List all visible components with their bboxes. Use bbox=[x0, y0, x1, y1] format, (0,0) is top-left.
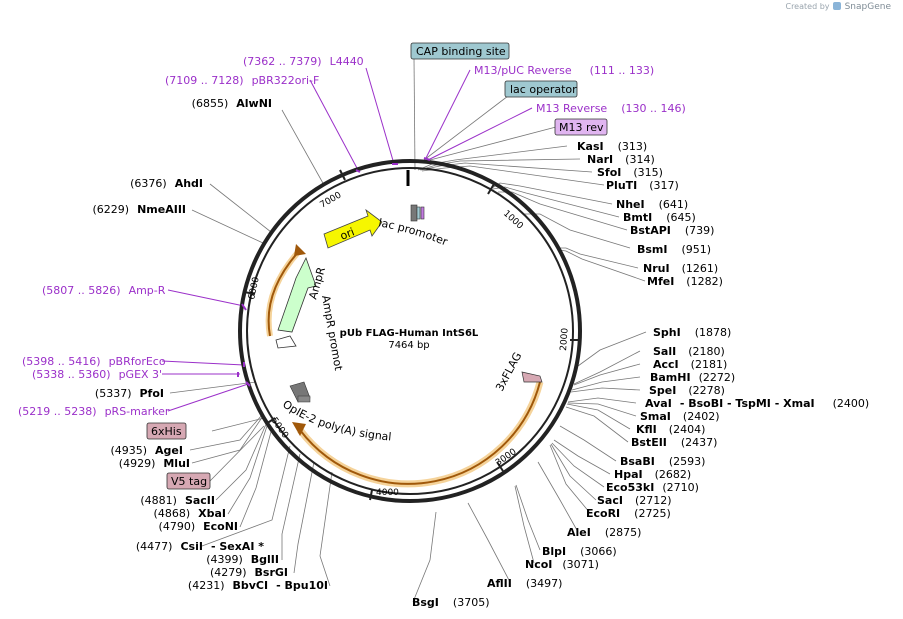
cds-arrowhead bbox=[292, 422, 306, 436]
lac-operator-box bbox=[504, 80, 578, 98]
enzyme-bbvci-group: (4231)BbvCI- Bpu10I bbox=[188, 579, 328, 592]
his-v5-glyph bbox=[297, 395, 311, 403]
tick-label-6000: 6000 bbox=[247, 276, 262, 301]
primer-lines bbox=[161, 67, 533, 412]
backbone-inner bbox=[246, 167, 574, 495]
enzyme-alwni: (6855)AlwNI bbox=[192, 97, 272, 110]
enzyme-smai: SmaI(2402) bbox=[640, 410, 719, 423]
enzyme-spei: SpeI(2278) bbox=[649, 384, 725, 397]
enzyme-agei: (4935)AgeI bbox=[110, 444, 183, 457]
his6-label: 6xHis bbox=[151, 425, 182, 438]
snapgene-product-name: SnapGene bbox=[844, 2, 891, 12]
primer-prs-marker: (5219 .. 5238)pRS-marker bbox=[18, 405, 170, 418]
plasmid-size: 7464 bp bbox=[388, 340, 429, 351]
primer-labels: (7362 .. 7379)L4440 (7109 .. 7128)pBR322… bbox=[18, 55, 686, 418]
snapgene-logo-icon bbox=[833, 2, 842, 10]
enzyme-nmeaiii: (6229)NmeAIII bbox=[93, 203, 187, 216]
ampr-promoter-arrow bbox=[275, 335, 297, 349]
tick-label-2000: 2000 bbox=[559, 327, 571, 351]
lac-operator-label: lac operator bbox=[510, 83, 577, 96]
enzyme-saci: SacI(2712) bbox=[597, 494, 672, 507]
enzyme-alei: AleI(2875) bbox=[567, 526, 641, 539]
right-enzyme-labels: KasI(313) NarI(314) SfoI(315) PluTI(317)… bbox=[412, 140, 869, 609]
enzyme-hpai: HpaI(2682) bbox=[614, 468, 691, 481]
m13-rev-label: M13 rev bbox=[559, 121, 604, 134]
enzyme-kasi: KasI(313) bbox=[577, 140, 647, 153]
enzyme-ahdi: (6376)AhdI bbox=[130, 177, 203, 190]
enzyme-bsteii: BstEII(2437) bbox=[631, 436, 717, 449]
enzyme-bsgi: BsgI(3705) bbox=[412, 596, 489, 609]
enzyme-nari: NarI(314) bbox=[587, 153, 655, 166]
enzyme-blpi: BlpI(3066) bbox=[542, 545, 617, 558]
enzyme-pluti: PluTI(317) bbox=[606, 179, 679, 192]
enzyme-aflii: AflII(3497) bbox=[487, 577, 562, 590]
ampr-feature-arrow bbox=[277, 256, 317, 333]
lac-operator-glyph bbox=[416, 206, 421, 220]
enzyme-eco53ki: Eco53kI(2710) bbox=[606, 481, 699, 494]
boxed-feature-labels: CAP binding site lac operator M13 rev 6x… bbox=[146, 42, 608, 490]
enzyme-econi: (4790)EcoNI bbox=[159, 520, 238, 533]
enzyme-pfoi: (5337)PfoI bbox=[95, 387, 164, 400]
backbone-outer bbox=[238, 159, 582, 503]
plasmid-name: pUb FLAG-Human IntS6L bbox=[340, 328, 479, 339]
enzyme-kfli: KflI(2404) bbox=[636, 423, 705, 436]
enzyme-bsabi: BsaBI(2593) bbox=[620, 455, 705, 468]
tick-label-4000: 4000 bbox=[376, 488, 399, 498]
left-enzyme-labels: (6855)AlwNI (6376)AhdI (6229)NmeAIII (53… bbox=[93, 97, 329, 592]
primer-l4440: (7362 .. 7379)L4440 bbox=[243, 55, 364, 68]
primer-m13-puc-reverse: M13/pUC Reverse(111 .. 133) bbox=[474, 64, 654, 77]
m13-rev-glyph bbox=[420, 206, 425, 220]
enzyme-bsrgi: (4279)BsrGI bbox=[210, 566, 288, 579]
created-by-text: Created by bbox=[785, 2, 830, 11]
m13-rev-box bbox=[554, 118, 608, 136]
primer-pbr322ori-f: (7109 .. 7128)pBR322ori-F bbox=[165, 74, 319, 87]
v5-tag-box bbox=[166, 472, 211, 490]
enzyme-bglii: (4399)BglII bbox=[206, 553, 279, 566]
ampr-arrowhead bbox=[294, 244, 306, 256]
ampr-arc bbox=[267, 249, 301, 337]
his6-box bbox=[146, 422, 187, 440]
enzyme-ecori: EcoRI(2725) bbox=[586, 507, 671, 520]
ori-feature-arrow bbox=[323, 208, 383, 249]
enzyme-bamhi: BamHI(2272) bbox=[650, 371, 735, 384]
flag3x-feature-glyph bbox=[521, 371, 543, 383]
enzyme-ncoi: NcoI(3071) bbox=[525, 558, 599, 571]
enzyme-csii-group: (4477)CsiI- SexAI * bbox=[136, 540, 264, 553]
opie2-label: OpIE-2 poly(A) signal bbox=[280, 398, 392, 444]
enzyme-nrui: NruI(1261) bbox=[643, 262, 718, 275]
snapgene-branding: Created by SnapGene bbox=[785, 2, 891, 12]
enzyme-sphi: SphI(1878) bbox=[653, 326, 731, 339]
enzyme-sali: SalI(2180) bbox=[653, 345, 725, 358]
primer-pbrforeco: (5398 .. 5416)pBRforEco bbox=[22, 355, 166, 368]
enzyme-acci: AccI(2181) bbox=[653, 358, 727, 371]
primer-amp-r: (5807 .. 5826)Amp-R bbox=[42, 284, 166, 297]
enzyme-avai-group: AvaI- BsoBI - TspMI - XmaI(2400) bbox=[645, 397, 869, 410]
flag3x-label: 3xFLAG bbox=[493, 350, 524, 393]
enzyme-bstapi: BstAPI(739) bbox=[630, 224, 714, 237]
lac-promoter-glyph bbox=[410, 204, 418, 222]
tick-marks bbox=[243, 169, 581, 501]
cap-binding-site-label: CAP binding site bbox=[416, 45, 506, 58]
enzyme-mlui: (4929)MluI bbox=[119, 457, 190, 470]
enzyme-nhei: NheI(641) bbox=[616, 198, 688, 211]
ori-label: ori bbox=[338, 225, 356, 242]
enzyme-sacii: (4881)SacII bbox=[140, 494, 215, 507]
enzyme-bmti: BmtI(645) bbox=[623, 211, 696, 224]
enzyme-xbai: (4868)XbaI bbox=[154, 507, 226, 520]
primer-m13-reverse: M13 Reverse(130 .. 146) bbox=[536, 102, 686, 115]
cds-arc bbox=[299, 381, 541, 485]
enzyme-sfoi: SfoI(315) bbox=[597, 166, 663, 179]
enzyme-bsmi: BsmI(951) bbox=[637, 243, 711, 256]
enzyme-mfei: MfeI(1282) bbox=[647, 275, 723, 288]
cap-box bbox=[410, 42, 510, 60]
primer-pgex3: (5338 .. 5360)pGEX 3' bbox=[32, 368, 162, 381]
v5-tag-label: V5 tag bbox=[171, 475, 207, 488]
